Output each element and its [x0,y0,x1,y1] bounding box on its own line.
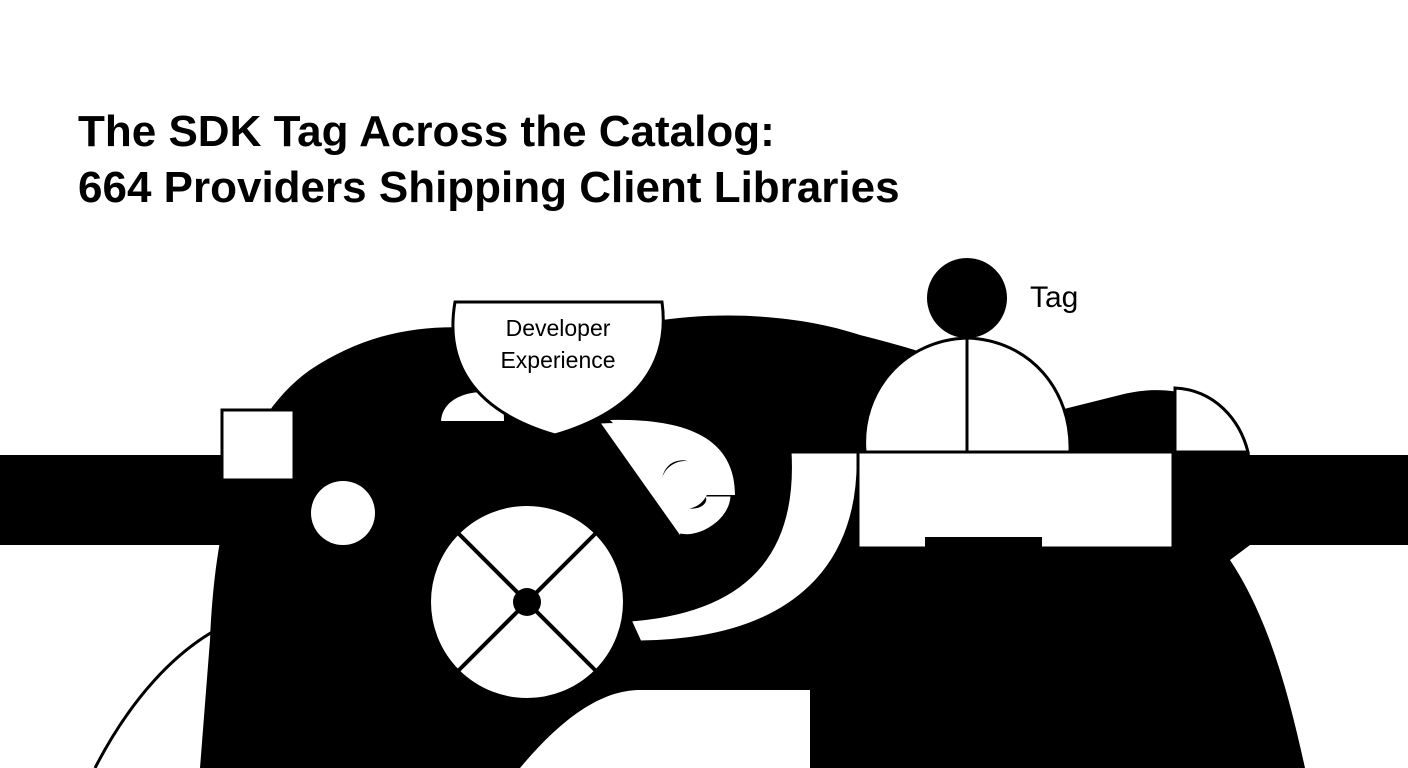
white-band-rect [856,450,1175,550]
white-circle-left [311,481,375,545]
white-arc-band [627,450,860,644]
title-line-1: The SDK Tag Across the Catalog: [78,107,775,156]
label-tag: Tag [1030,281,1079,314]
developer-experience-cup [451,300,665,437]
hook-arm [610,419,735,495]
label-developer-experience-line-1: Developer [505,315,611,341]
left-outline-arc [93,623,226,768]
label-developer-experience: Developer Experience [458,312,658,376]
cross-wheel [427,502,627,702]
black-bottom-block [812,548,1172,768]
hook-inner-circle [661,461,709,509]
black-bowl [867,537,1042,648]
diagram-title: The SDK Tag Across the Catalog: 664 Prov… [78,104,900,216]
tag-circle [927,258,1007,338]
quarter-circle-right [1173,386,1250,454]
title-line-2: 664 Providers Shipping Client Libraries [78,163,900,212]
white-square [220,408,296,482]
label-code-generation: Code Generation [632,654,808,680]
label-developer-experience-line-2: Experience [500,347,616,373]
bottom-white-gap [520,690,810,768]
